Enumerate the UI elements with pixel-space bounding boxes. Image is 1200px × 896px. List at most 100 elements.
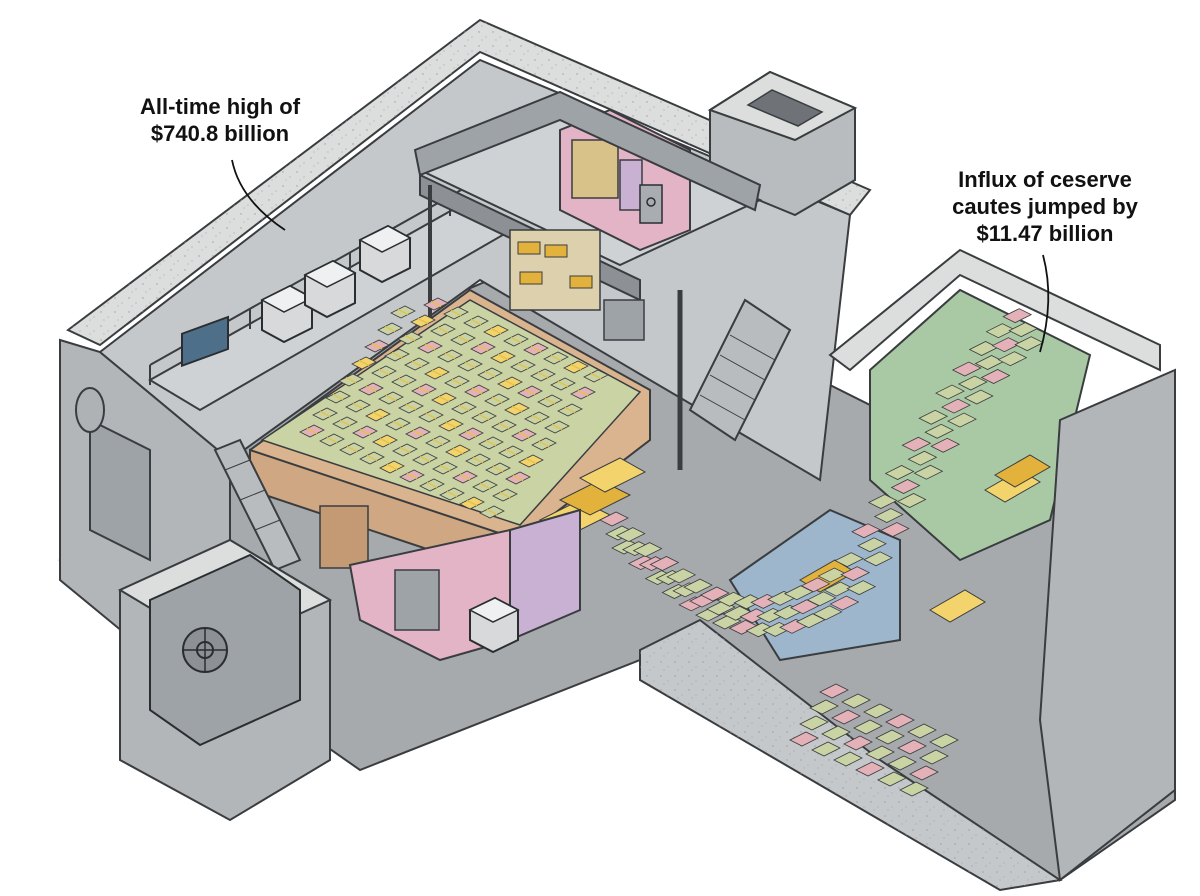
cash-bundle-band bbox=[386, 463, 398, 471]
cash-bundle-band bbox=[492, 465, 504, 473]
cash-bundle bbox=[833, 751, 863, 767]
cash-bundle-band bbox=[372, 411, 384, 419]
cash-bundle-band bbox=[459, 473, 471, 481]
cash-bundle-band bbox=[491, 396, 503, 404]
cash-bundle-band bbox=[479, 482, 491, 490]
cash-bundle bbox=[907, 450, 938, 466]
cash-bundle bbox=[806, 591, 837, 607]
cash-bundle-band bbox=[445, 421, 457, 429]
cash-bundle bbox=[896, 493, 927, 508]
cash-bundle bbox=[930, 437, 961, 453]
callout-left-leader bbox=[231, 159, 286, 231]
cash-bundle-band bbox=[452, 447, 464, 455]
cash-bundle-band bbox=[426, 481, 438, 489]
callout-left-line-2: $740.8 billion bbox=[150, 121, 290, 146]
cash-bundle-band bbox=[417, 317, 429, 325]
cash-bundle bbox=[875, 729, 905, 745]
callout-right-leader bbox=[1039, 254, 1050, 353]
cash-counting-machine-icon bbox=[358, 224, 412, 284]
cash-counting-machine-icon bbox=[260, 284, 314, 344]
cash-bundle-band bbox=[366, 454, 378, 462]
safe-icon bbox=[639, 184, 663, 224]
cash-bundle-band bbox=[485, 439, 497, 447]
cash-bundle-band bbox=[379, 437, 391, 445]
cash-bundle bbox=[789, 731, 819, 747]
cash-bundle-band bbox=[564, 406, 576, 414]
cash-bundle bbox=[841, 693, 871, 709]
cash-bundle-band bbox=[306, 427, 318, 435]
cash-bundle-band bbox=[490, 327, 502, 335]
cash-bundle-band bbox=[477, 344, 489, 352]
cash-bundle-band bbox=[510, 336, 522, 344]
top-right-tower-opening bbox=[746, 89, 824, 127]
cash-bundle-band bbox=[399, 446, 411, 454]
cash-bundle bbox=[1008, 322, 1039, 338]
cash-bundle-band bbox=[505, 448, 517, 456]
cash-bundle-band bbox=[512, 474, 524, 482]
cash-bundle-band bbox=[406, 472, 418, 480]
cash-bundle-band bbox=[339, 419, 351, 427]
cash-stack-grid bbox=[299, 297, 609, 519]
cash-bundle bbox=[901, 436, 932, 452]
cash-bundle bbox=[963, 389, 994, 405]
vault-door-icon bbox=[149, 553, 301, 747]
cash-bundle-band bbox=[326, 436, 338, 444]
cash-bundle bbox=[924, 423, 955, 439]
cash-bundle bbox=[951, 361, 982, 377]
cash-bundle bbox=[853, 719, 883, 735]
cash-bundle bbox=[843, 735, 873, 751]
cash-bundle bbox=[863, 551, 893, 567]
cash-bundle bbox=[919, 749, 949, 765]
cash-bundle bbox=[935, 384, 965, 400]
cash-bundle bbox=[907, 723, 937, 739]
cash-bundle-band bbox=[550, 354, 562, 362]
pink-room-shelf bbox=[394, 569, 440, 631]
cash-bundle-band bbox=[378, 368, 390, 376]
cash-bundle-band bbox=[332, 393, 344, 401]
cash-bundle-band bbox=[365, 385, 377, 393]
cash-bundle bbox=[980, 369, 1011, 384]
cash-bundle bbox=[599, 511, 629, 527]
cash-bundle-band bbox=[371, 342, 383, 350]
cash-bundle bbox=[632, 542, 663, 558]
cash-bundle-band bbox=[345, 376, 357, 384]
cash-bundle-band bbox=[385, 394, 397, 402]
cash-bundle-band bbox=[524, 388, 536, 396]
cash-bundle bbox=[863, 703, 893, 719]
callout-right-line-2: cautes jumped by bbox=[952, 194, 1138, 219]
green-room-wall bbox=[869, 288, 1092, 562]
cash-bundle bbox=[819, 683, 849, 699]
cash-bundle-band bbox=[391, 351, 403, 359]
cash-bundle-band bbox=[486, 508, 498, 516]
cash-bundle-band bbox=[498, 422, 510, 430]
cash-bundle-band bbox=[458, 404, 470, 412]
cash-stream bbox=[599, 308, 1045, 797]
cash-bundle-band bbox=[551, 423, 563, 431]
cash-bundle-band bbox=[444, 352, 456, 360]
cash-bundle-band bbox=[470, 318, 482, 326]
cash-bundle-band bbox=[418, 386, 430, 394]
cash-bundle bbox=[867, 494, 898, 509]
cash-bundle-band bbox=[431, 369, 443, 377]
cash-bundle-band bbox=[484, 370, 496, 378]
right-vault bbox=[599, 248, 1176, 892]
cash-bundle-band bbox=[412, 429, 424, 437]
cash-bundle-band bbox=[352, 402, 364, 410]
cash-bundle bbox=[666, 568, 697, 584]
callout-right-line-1: Influx of ceserve bbox=[958, 167, 1132, 192]
cash-bundle-band bbox=[511, 405, 523, 413]
cash-bundle-band bbox=[537, 371, 549, 379]
cash-bundle bbox=[873, 508, 904, 523]
callout-all-time-high: All-time high of $740.8 billion bbox=[120, 93, 320, 147]
cash-bundle bbox=[865, 745, 895, 761]
top-room-shelf bbox=[619, 159, 643, 211]
cash-bundle-band bbox=[570, 363, 582, 371]
left-side-door bbox=[89, 418, 151, 562]
cash-bundle bbox=[800, 577, 831, 593]
cash-bundle-band bbox=[465, 430, 477, 438]
cash-bundle-band bbox=[424, 343, 436, 351]
cash-bundle-band bbox=[411, 360, 423, 368]
cash-bundle bbox=[913, 464, 944, 480]
